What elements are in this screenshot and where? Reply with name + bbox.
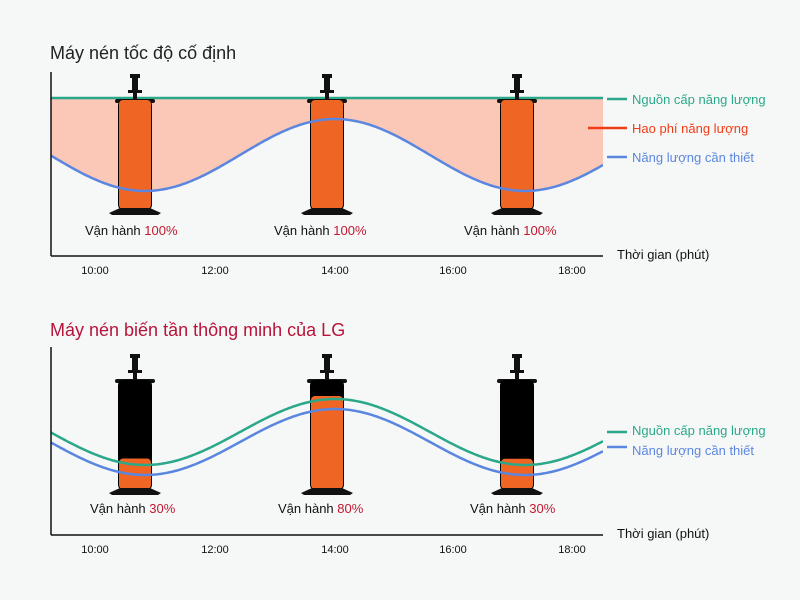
x-tick-label: 10:00 [81,265,109,277]
legend-label: Năng lượng cần thiết [632,150,754,165]
x-axis-label: Thời gian (phút) [617,247,709,262]
x-tick-label: 14:00 [321,544,349,556]
compressor-1 [109,74,161,215]
legend: Nguồn cấp năng lượng Năng lượng cần thiế… [607,423,766,458]
operation-label-3: Vận hành 100% [464,223,557,238]
x-tick-label: 10:00 [81,544,109,556]
legend-item-demand: Năng lượng cần thiết [607,150,754,165]
compressor-2 [301,354,353,495]
legend: Nguồn cấp năng lượng Hao phí năng lượng … [588,92,766,165]
operation-label-2: Vận hành 100% [274,223,367,238]
compressor-2 [301,74,353,215]
operation-label-1: Vận hành 100% [85,223,178,238]
panel-lg-inverter: Máy nén biến tần thông minh của LG Vận h… [50,320,766,556]
energy-demand-curve [51,407,603,477]
panel-title: Máy nén tốc độ cố định [50,43,236,63]
legend-label: Năng lượng cần thiết [632,443,754,458]
x-tick-label: 16:00 [439,265,467,277]
x-tick-label: 18:00 [558,265,586,277]
operation-label-2: Vận hành 80% [278,501,364,516]
x-axis-label: Thời gian (phút) [617,526,709,541]
legend-item-supply: Nguồn cấp năng lượng [607,92,766,107]
legend-label: Nguồn cấp năng lượng [632,423,766,438]
x-tick-label: 12:00 [201,265,229,277]
operation-label-3: Vận hành 30% [470,501,556,516]
legend-item-supply: Nguồn cấp năng lượng [607,423,766,438]
energy-demand-curve [51,117,603,193]
legend-item-waste: Hao phí năng lượng [588,121,748,136]
legend-item-demand: Năng lượng cần thiết [607,443,754,458]
legend-label: Hao phí năng lượng [632,121,748,136]
energy-waste-area [51,98,603,191]
x-tick-label: 18:00 [558,544,586,556]
panel-fixed-speed: Máy nén tốc độ cố định Vận hành 100% Vận… [50,43,766,277]
panel-title: Máy nén biến tần thông minh của LG [50,320,345,340]
x-tick-label: 12:00 [201,544,229,556]
legend-label: Nguồn cấp năng lượng [632,92,766,107]
compressor-3 [491,74,543,215]
x-tick-label: 16:00 [439,544,467,556]
operation-label-1: Vận hành 30% [90,501,176,516]
energy-supply-curve [51,397,603,467]
x-tick-label: 14:00 [321,265,349,277]
